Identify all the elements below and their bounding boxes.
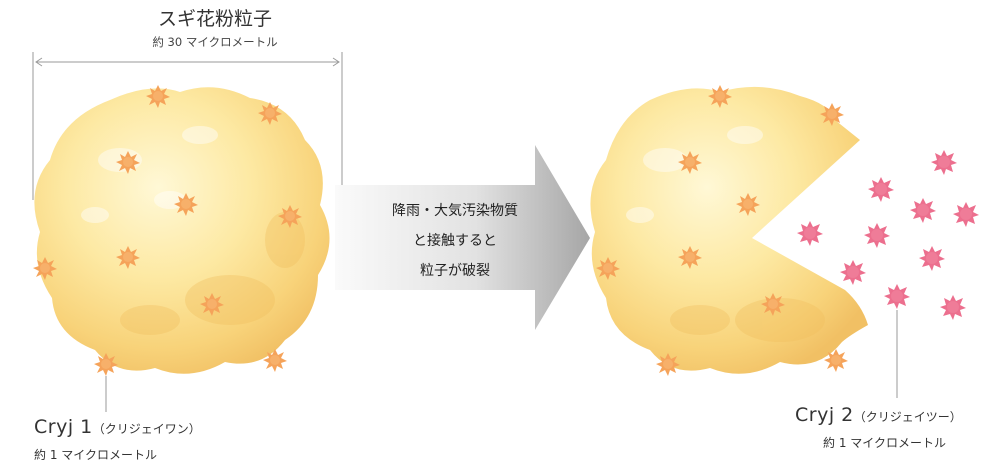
cryj1-name: Cryj 1 bbox=[34, 416, 93, 438]
cryj2-allergen bbox=[919, 246, 945, 271]
cryj2-name: Cryj 2 bbox=[795, 404, 854, 426]
pollen-particle-size-label: 約 30 マイクロメートル bbox=[152, 35, 278, 49]
cryj1-label: Cryj 1（クリジェイワン） bbox=[34, 416, 201, 438]
cryj2-size: 約 1 マイクロメートル bbox=[823, 436, 947, 450]
cryj2-allergen bbox=[868, 177, 894, 202]
pollen-particle-intact bbox=[34, 87, 330, 374]
pollen-shading bbox=[670, 298, 825, 342]
pollen-shading bbox=[120, 212, 305, 335]
cryj1-reading: （クリジェイワン） bbox=[92, 422, 201, 436]
cryj2-allergen bbox=[840, 260, 866, 285]
cryj2-allergen bbox=[797, 221, 823, 246]
cryj2-label: Cryj 2（クリジェイツー） bbox=[795, 404, 962, 426]
cryj1-size: 約 1 マイクロメートル bbox=[34, 448, 158, 462]
size-dimension-line bbox=[32, 52, 343, 200]
process-arrow bbox=[335, 145, 590, 330]
cryj2-reading: （クリジェイツー） bbox=[853, 410, 962, 424]
cryj2-allergen bbox=[940, 295, 966, 320]
pollen-texture bbox=[626, 126, 763, 223]
cryj2-allergen bbox=[931, 150, 957, 175]
cryj2-allergen bbox=[884, 284, 910, 309]
cryj1-allergen bbox=[94, 353, 118, 376]
cryj2-allergen bbox=[910, 198, 936, 223]
process-line-1: 降雨・大気汚染物質 bbox=[392, 203, 518, 219]
process-description: 降雨・大気汚染物質 と接触すると 粒子が破裂 bbox=[355, 196, 555, 286]
pollen-particle-ruptured bbox=[590, 86, 868, 374]
cryj2-allergen bbox=[953, 202, 979, 227]
process-line-2: と接触すると bbox=[413, 233, 497, 249]
cryj2-allergen bbox=[864, 223, 890, 248]
process-line-3: 粒子が破裂 bbox=[420, 263, 490, 279]
pollen-particle-title: スギ花粉粒子 bbox=[157, 8, 272, 30]
